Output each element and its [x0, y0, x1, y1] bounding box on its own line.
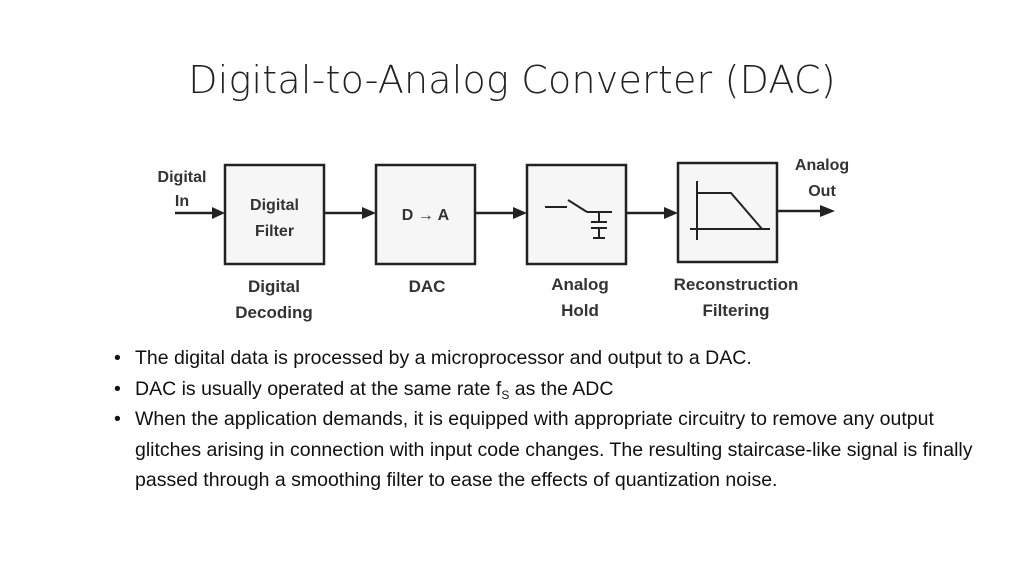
dac-block	[374, 163, 477, 266]
caption-digital-decoding-1: Digital	[248, 277, 300, 296]
dac-block-diagram: Digital In Digital Filter D → A Analog O…	[158, 157, 850, 322]
digital-filter-text-2: Filter	[255, 223, 294, 240]
caption-reconstruction-2: Filtering	[702, 301, 769, 320]
output-label-line-1: Analog	[795, 157, 849, 174]
bullet-item-2: DAC is usually operated at the same rate…	[112, 374, 992, 405]
caption-reconstruction-1: Reconstruction	[674, 275, 799, 294]
caption-analog-hold-2: Hold	[561, 301, 599, 320]
digital-filter-text-1: Digital	[250, 197, 299, 214]
bullet-2-tail: as the ADC	[509, 377, 614, 400]
output-label-line-2: Out	[808, 183, 836, 200]
slide-title: Digital-to-Analog Converter (DAC)	[188, 58, 836, 102]
input-label-line-1: Digital	[158, 169, 207, 186]
digital-filter-block	[223, 163, 326, 266]
arrow-2-3	[513, 207, 527, 219]
input-label-line-2: In	[175, 193, 189, 210]
caption-digital-decoding-2: Decoding	[235, 303, 312, 322]
lowpass-response-icon	[690, 181, 770, 240]
bullet-2-text: DAC is usually operated at the same rate…	[135, 377, 502, 400]
caption-dac: DAC	[409, 277, 446, 296]
input-arrow	[212, 207, 225, 219]
sample-hold-switch-icon	[545, 199, 612, 239]
caption-analog-hold-1: Analog	[551, 275, 609, 294]
arrow-1-2	[362, 207, 376, 219]
sample-rate-subscript: S	[501, 387, 510, 402]
reconstruction-filter-block	[676, 161, 779, 264]
analog-hold-block	[525, 163, 628, 266]
bullet-item-1: The digital data is processed by a micro…	[112, 343, 992, 374]
bullet-list: The digital data is processed by a micro…	[112, 343, 992, 496]
arrow-3-4	[664, 207, 678, 219]
output-arrow	[820, 205, 835, 217]
dac-block-text: D → A	[402, 207, 450, 224]
bullet-item-3: When the application demands, it is equi…	[112, 404, 992, 496]
